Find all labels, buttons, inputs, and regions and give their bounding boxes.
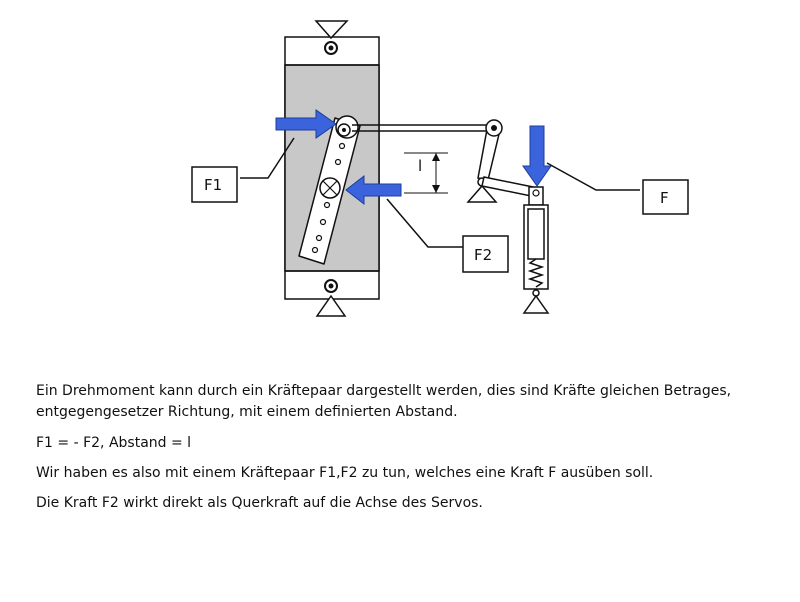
paragraph-equation: F1 = - F2, Abstand = l bbox=[36, 435, 192, 451]
servo-force-diagram: l F1 F2 F bbox=[191, 20, 689, 317]
label-box-f: F bbox=[642, 179, 689, 215]
arrow-f2 bbox=[345, 174, 402, 206]
callout-lines bbox=[240, 137, 640, 248]
label-box-f2: F2 bbox=[462, 235, 509, 273]
arrow-f bbox=[522, 125, 552, 187]
servo-horn bbox=[298, 115, 361, 265]
paragraph-shear-force: Die Kraft F2 wirkt direkt als Querkraft … bbox=[36, 495, 483, 511]
explanation-text: Ein Drehmoment kann durch ein Kräftepaar… bbox=[36, 381, 776, 523]
label-f1: F1 bbox=[204, 176, 222, 194]
top-support bbox=[314, 20, 349, 55]
label-box-f1: F1 bbox=[191, 166, 238, 203]
bottom-support bbox=[315, 279, 347, 317]
spring-damper bbox=[522, 186, 550, 314]
paragraph-force-pair: Wir haben es also mit einem Kräftepaar F… bbox=[36, 465, 654, 481]
push-rod bbox=[352, 124, 490, 132]
label-f2: F2 bbox=[474, 246, 492, 264]
distance-dimension: l bbox=[404, 152, 448, 194]
bell-crank bbox=[466, 119, 539, 203]
paragraph-torque: Ein Drehmoment kann durch ein Kräftepaar… bbox=[36, 383, 732, 420]
arrow-f1 bbox=[275, 109, 337, 139]
label-f: F bbox=[660, 189, 669, 207]
distance-label: l bbox=[418, 157, 422, 175]
